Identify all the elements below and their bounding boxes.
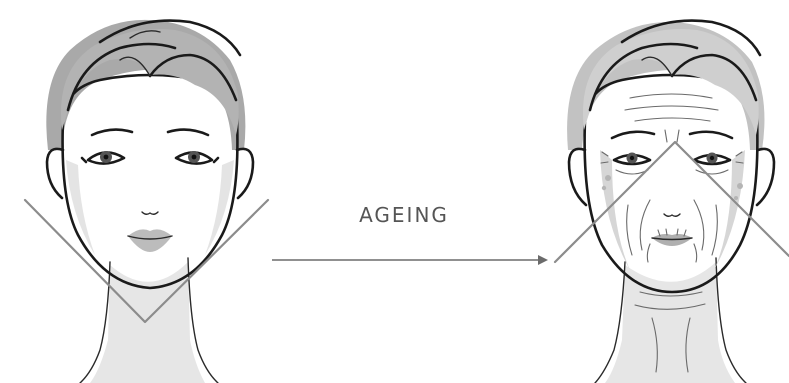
aged-lips bbox=[647, 229, 696, 262]
aged-face-shade-right bbox=[714, 150, 745, 270]
aged-nose bbox=[664, 214, 680, 216]
young-brow-left bbox=[92, 130, 132, 135]
aged-spot-4 bbox=[734, 196, 738, 200]
aged-ear-left bbox=[569, 149, 586, 205]
aged-spot-1 bbox=[605, 175, 611, 181]
aged-fold-left bbox=[640, 200, 650, 250]
young-face bbox=[25, 20, 268, 383]
aged-ear-right bbox=[757, 149, 774, 205]
aged-cheek-line-left bbox=[627, 205, 632, 255]
aged-spot-3 bbox=[737, 183, 743, 189]
ageing-arrow bbox=[272, 255, 548, 265]
aged-forehead-wrinkle-2 bbox=[625, 106, 718, 110]
aged-face bbox=[555, 21, 789, 383]
aged-glabella-2 bbox=[677, 130, 679, 142]
young-eye-left bbox=[82, 151, 124, 164]
aged-face-shade bbox=[600, 150, 630, 270]
aged-cheek-line-right bbox=[712, 205, 717, 255]
young-eye-right bbox=[176, 151, 218, 164]
young-ear-left bbox=[47, 149, 63, 198]
young-ear-right bbox=[237, 149, 253, 198]
young-brow-right bbox=[168, 130, 208, 135]
young-nose bbox=[142, 212, 158, 214]
young-lips bbox=[128, 229, 172, 252]
aged-forehead-wrinkle-1 bbox=[630, 94, 712, 98]
ageing-label: AGEING bbox=[359, 203, 449, 227]
aged-brow-left bbox=[612, 132, 654, 138]
aged-spot-2 bbox=[602, 186, 606, 190]
aged-glabella-1 bbox=[665, 130, 667, 142]
aged-fold-right bbox=[694, 200, 704, 250]
aged-brow-right bbox=[690, 132, 732, 138]
aged-forehead-wrinkle-3 bbox=[635, 118, 710, 121]
